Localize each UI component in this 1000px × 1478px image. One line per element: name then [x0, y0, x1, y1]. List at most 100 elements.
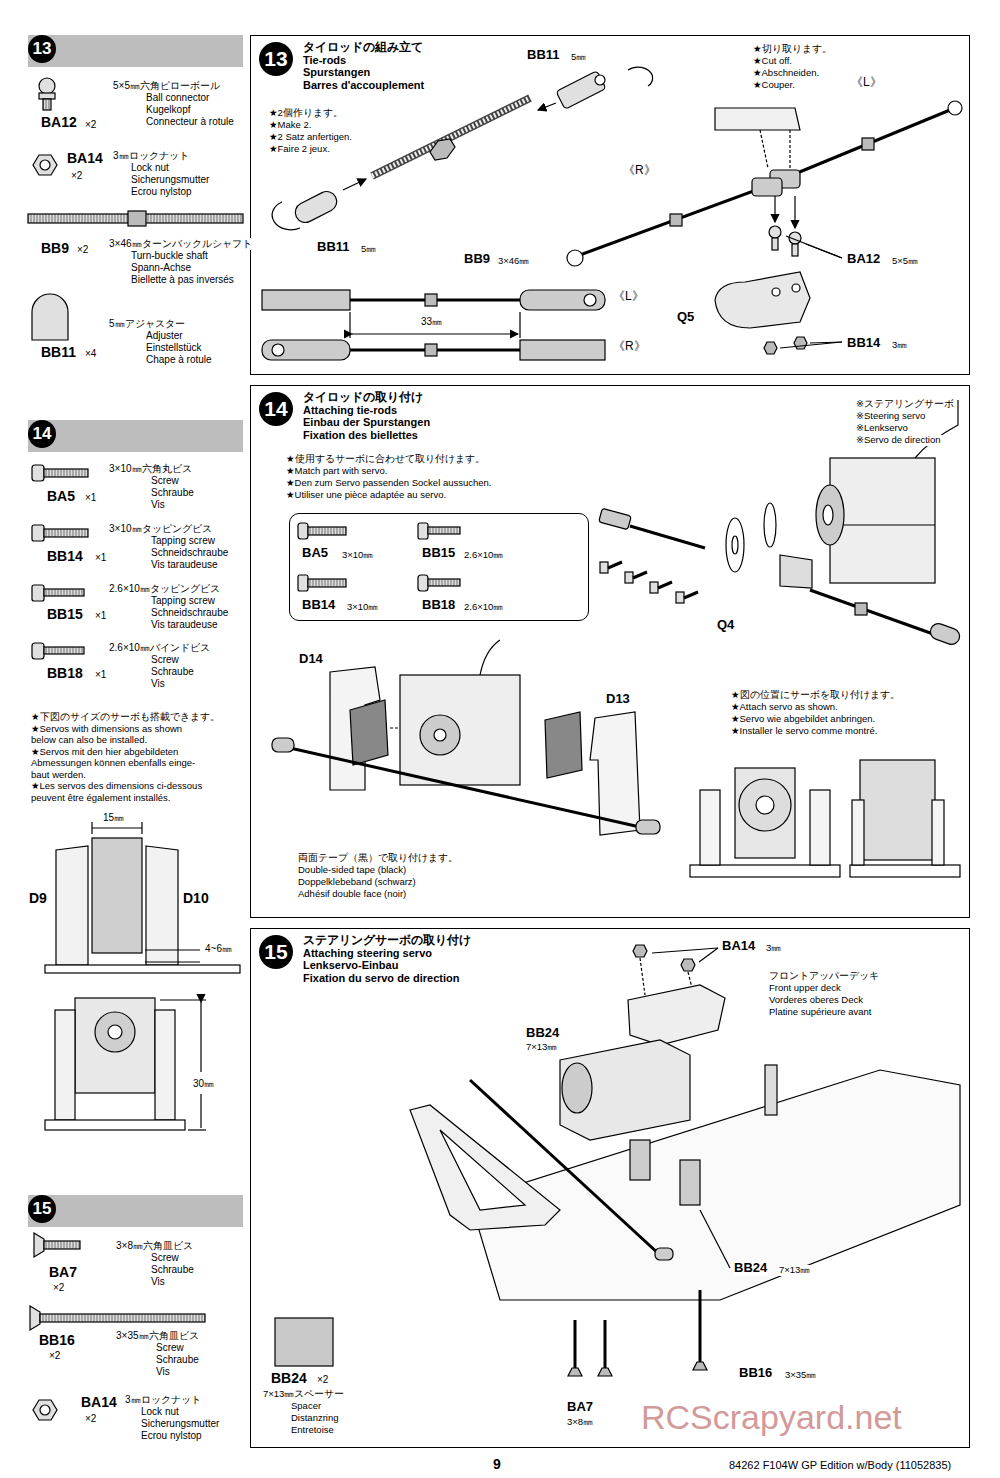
spacer-icon: [275, 1318, 333, 1366]
servo-drawing: [830, 458, 935, 583]
note-text: ※Steering servo: [855, 411, 926, 422]
step-number: 13: [259, 42, 293, 76]
chassis-drawing: [410, 945, 960, 1376]
note-text: Vis: [150, 499, 166, 511]
note-text: Platine supérieure avant: [768, 1007, 872, 1018]
note-text: 3㎜ロックナット: [124, 1394, 202, 1406]
servo-size-figure: [108, 1025, 122, 1039]
part-code: BA7: [566, 1400, 594, 1415]
part-code: BA5: [302, 546, 328, 561]
servo-drawing: [298, 400, 962, 647]
note-text: ×1: [94, 669, 107, 681]
note-text: 5㎜: [360, 244, 377, 255]
servo-size-figure: [45, 965, 240, 973]
chassis-drawing: [598, 1368, 612, 1376]
servo-mount-drawing: [932, 800, 944, 865]
tie-rod-drawing: [752, 178, 782, 196]
note-text: 4~6㎜: [204, 943, 233, 955]
servo-drawing: [630, 526, 705, 548]
servo-drawing: [764, 503, 776, 547]
step-title: Fixation des biellettes: [303, 429, 418, 442]
chassis-drawing: [633, 945, 647, 957]
servo-size-figure: [160, 999, 206, 1000]
servo-mount-drawing: [390, 727, 398, 728]
tie-rod-drawing: [772, 288, 780, 296]
tie-rod-drawing: [789, 130, 790, 168]
tie-rod-drawing: [764, 342, 777, 354]
note-text: ★Utiliser une pièce adaptée au servo.: [285, 490, 447, 501]
tie-rod-drawing: [772, 238, 778, 250]
note-text: ★Make 2.: [268, 120, 312, 131]
servo-size-figure: [146, 846, 178, 965]
part-code: D13: [605, 692, 631, 707]
part-code: Q4: [716, 618, 735, 633]
step-title: Attaching steering servo: [303, 947, 432, 960]
servo-mount-drawing: [400, 675, 520, 785]
part-code: BB15: [422, 546, 455, 561]
note-text: Kugelkopf: [145, 104, 191, 116]
servo-mount-drawing: [756, 796, 774, 814]
part-code: BB16: [738, 1366, 773, 1381]
note-text: ×2: [52, 1282, 65, 1294]
servo-size-figure: [155, 1010, 175, 1120]
note-text: ★切り取ります。: [752, 44, 833, 55]
part-code: BA14: [66, 150, 104, 166]
tie-rod-drawing: [372, 98, 530, 176]
tie-rod-drawing: [262, 67, 962, 360]
note-text: Adhésif double face (noir): [297, 889, 407, 900]
note-text: ★Servos mit den hier abgebildeten: [30, 747, 179, 758]
note-text: ×2: [48, 1350, 61, 1362]
adjuster-icon: [32, 294, 68, 340]
servo-drawing: [726, 518, 744, 572]
servo-size-figure: [200, 1094, 201, 1128]
note-text: ★下図のサイズのサーボも搭載できます。: [30, 712, 221, 723]
servo-mount-drawing: [810, 790, 830, 865]
note-text: ★Match part with servo.: [285, 466, 388, 477]
note-text: 3×10㎜六角丸ビス: [108, 463, 193, 475]
part-code: BB18: [46, 665, 84, 681]
note-text: 7×13㎜: [525, 1042, 558, 1053]
note-text: 5㎜: [570, 52, 587, 63]
chassis-drawing: [560, 1040, 690, 1140]
step-header-bar: 15: [28, 1195, 243, 1227]
screw-choice-box: BA53×10㎜BB152.6×10㎜BB143×10㎜BB182.6×10㎜: [289, 513, 589, 621]
servo-mount-drawing: [272, 640, 960, 877]
part-code: BB15: [46, 606, 84, 622]
servo-drawing: [732, 536, 738, 554]
tie-rod-drawing: [786, 236, 842, 258]
part-code: D10: [182, 890, 210, 906]
servo-drawing: [823, 505, 833, 525]
part-code: BB14: [846, 336, 881, 351]
note-text: ★Den zum Servo passenden Sockel aussuche…: [285, 478, 493, 489]
note-text: 3㎜: [765, 943, 782, 954]
note-text: 2.6×10㎜バインドビス: [108, 642, 211, 654]
note-text: Distanzring: [290, 1413, 340, 1424]
lock-nut-icon: [33, 1400, 57, 1420]
servo-size-figure: [145, 961, 200, 962]
servo-mount-drawing: [700, 790, 720, 865]
servo-mount-drawing: [420, 715, 460, 755]
servo-mount-drawing: [852, 800, 864, 865]
lock-nut-icon: [33, 155, 57, 175]
chassis-drawing: [765, 1065, 777, 1115]
chassis-drawing: [628, 985, 725, 1045]
note-text: Screw: [150, 1252, 180, 1264]
note-text: Lock nut: [130, 162, 170, 174]
tie-rod-drawing: [567, 250, 583, 266]
part-code: BB11: [316, 240, 351, 255]
servo-size-figure: [95, 1012, 135, 1052]
tie-rod-drawing: [760, 130, 768, 168]
tie-rod-drawing: [774, 196, 775, 222]
servo-size-figure: [141, 822, 142, 834]
tie-rod-drawing: [520, 290, 605, 310]
step-title: Fixation du servo de direction: [303, 972, 459, 985]
tie-rod-drawing: [430, 139, 455, 160]
note-text: ×1: [94, 552, 107, 564]
watermark: RCScrapyard.net: [640, 1398, 903, 1437]
note-text: ★2 Satz anfertigen.: [268, 132, 353, 143]
part-code: 2.6×10㎜: [464, 550, 503, 561]
note-text: peuvent être également installés.: [30, 793, 171, 804]
part-code: BA12: [40, 114, 78, 130]
screw-icon: [684, 592, 698, 598]
note-text: ★Attach servo as shown.: [730, 702, 839, 713]
